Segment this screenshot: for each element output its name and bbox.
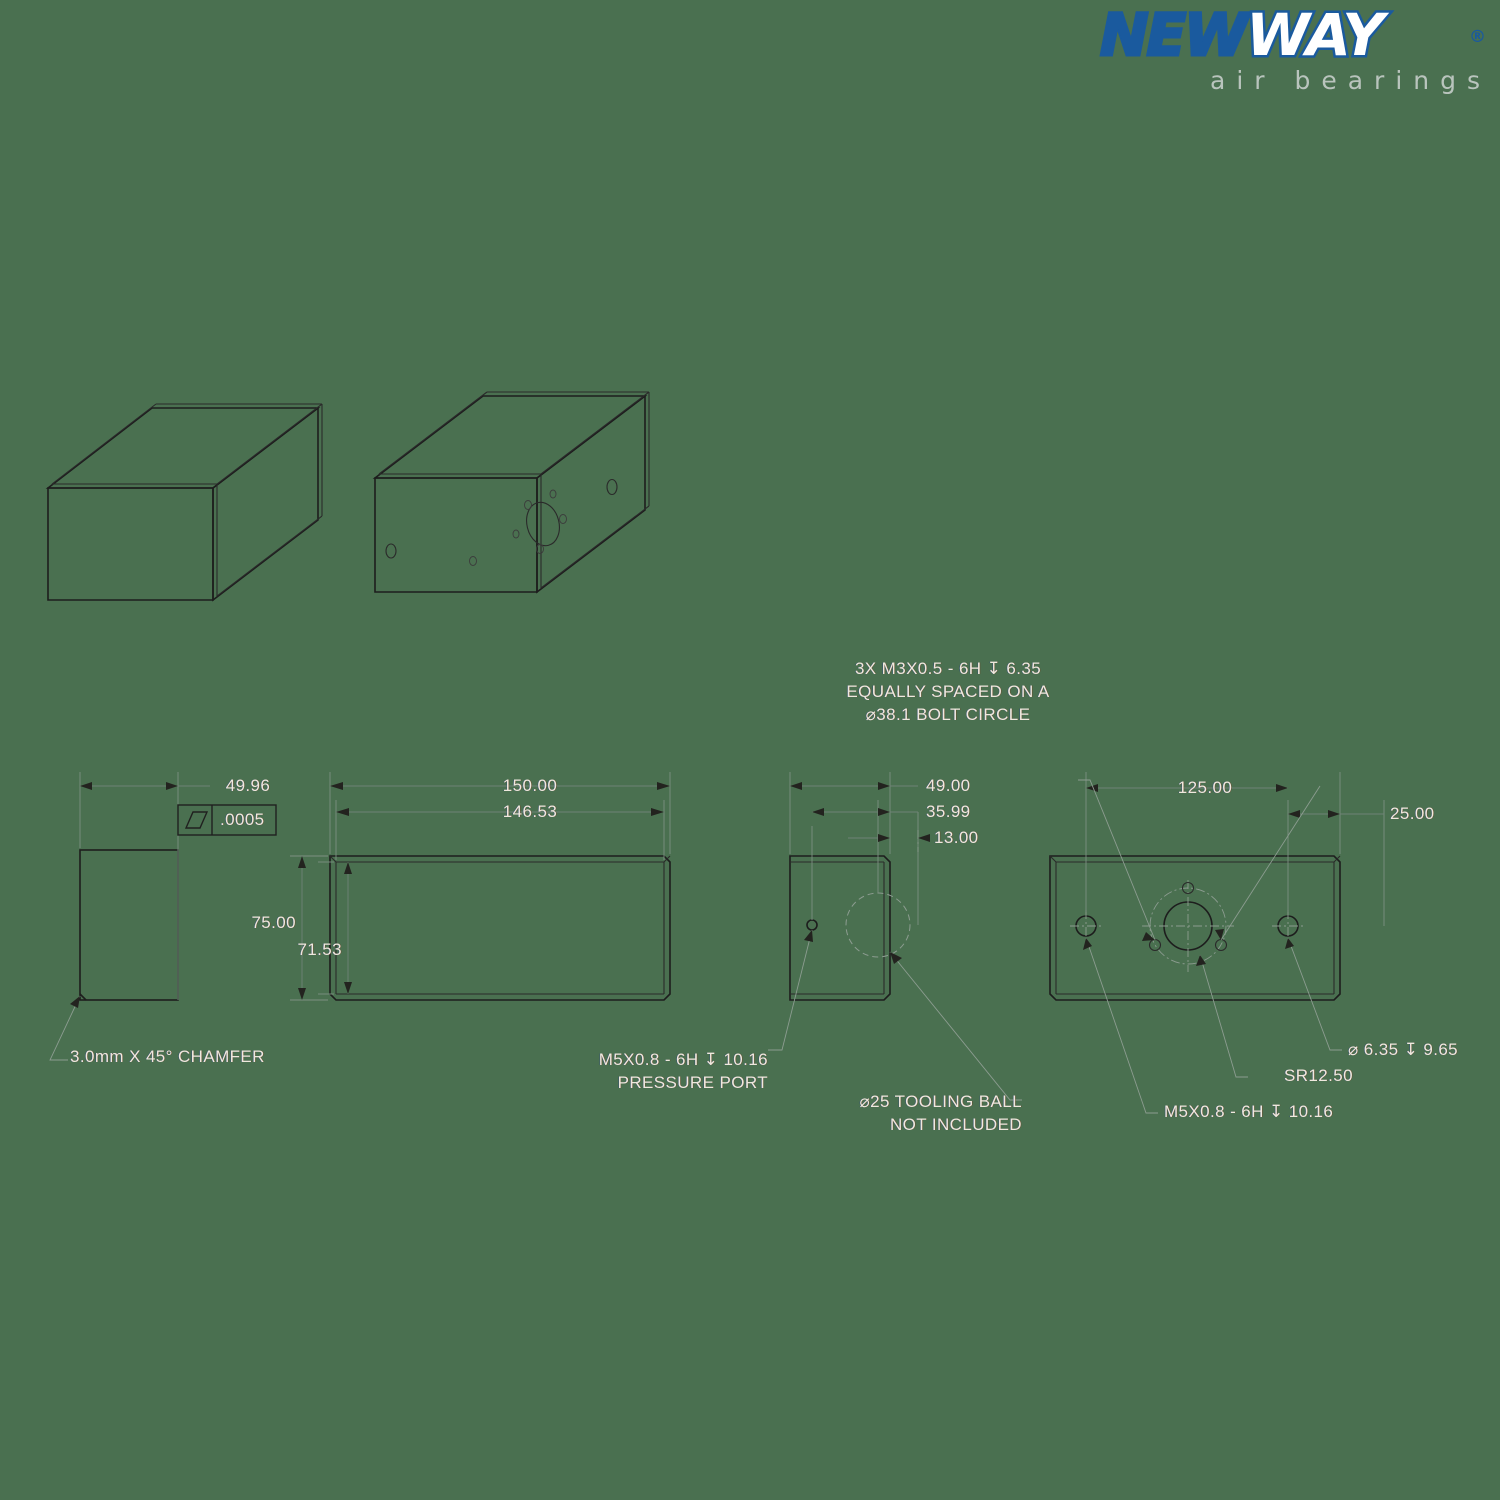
note-tooling-ball: ⌀25 TOOLING BALL NOT INCLUDED xyxy=(860,1090,1022,1136)
note-bolt-circle: 3X M3X0.5 - 6H ↧ 6.35 EQUALLY SPACED ON … xyxy=(846,657,1049,726)
note-tooling-ball-line1: ⌀25 TOOLING BALL xyxy=(859,1092,1022,1111)
note-bolt-circle-line3: ⌀38.1 BOLT CIRCLE xyxy=(865,705,1031,724)
logo-tagline: air bearings xyxy=(1210,66,1492,95)
note-chamfer: 3.0mm X 45° CHAMFER xyxy=(70,1047,265,1066)
feature-control-frame xyxy=(177,804,277,836)
front-view xyxy=(290,772,671,1001)
note-spherical-radius: SR12.50 xyxy=(1284,1066,1353,1085)
dim-side-b: 35.99 xyxy=(926,802,971,821)
logo-text-new: NEW xyxy=(1098,1,1249,69)
side-view xyxy=(768,772,1022,1101)
dim-top-length: 125.00 xyxy=(1177,778,1233,797)
dim-side-c: 13.00 xyxy=(934,828,979,847)
dim-top-edge: 25.00 xyxy=(1390,804,1435,823)
note-bolt-circle-line2: EQUALLY SPACED ON A xyxy=(846,682,1050,701)
logo-text-way: WAY xyxy=(1244,1,1387,69)
isometric-detailed-view xyxy=(372,391,650,594)
top-view xyxy=(1049,772,1385,1114)
dim-end-width: 49.96 xyxy=(225,776,271,795)
dim-front-height-inner: 71.53 xyxy=(297,940,342,959)
dim-front-length-outer: 150.00 xyxy=(502,776,558,795)
note-pressure-port-line2: PRESSURE PORT xyxy=(617,1073,768,1092)
dim-front-length-inner: 146.53 xyxy=(502,802,558,821)
note-tooling-ball-line2: NOT INCLUDED xyxy=(889,1115,1022,1134)
note-counterbore: ⌀ 6.35 ↧ 9.65 xyxy=(1348,1040,1459,1059)
end-view xyxy=(49,772,277,1061)
registered-trademark-icon: ® xyxy=(1469,27,1486,47)
dim-front-height-outer: 75.00 xyxy=(251,913,296,932)
note-pressure-port: M5X0.8 - 6H ↧ 10.16 PRESSURE PORT xyxy=(599,1048,768,1094)
note-pressure-port-line1: M5X0.8 - 6H ↧ 10.16 xyxy=(598,1050,768,1069)
note-bolt-circle-line1: 3X M3X0.5 - 6H ↧ 6.35 xyxy=(854,659,1042,678)
dim-side-a: 49.00 xyxy=(926,776,971,795)
logo-wordmark: NEWWAY ® xyxy=(1098,1,1486,69)
isometric-plain-view xyxy=(45,403,323,602)
newway-logo: NEWWAY ® air bearings xyxy=(1098,1,1492,104)
dim-flatness-tolerance: .0005 xyxy=(220,810,265,829)
note-mount-thread: M5X0.8 - 6H ↧ 10.16 xyxy=(1164,1102,1334,1121)
